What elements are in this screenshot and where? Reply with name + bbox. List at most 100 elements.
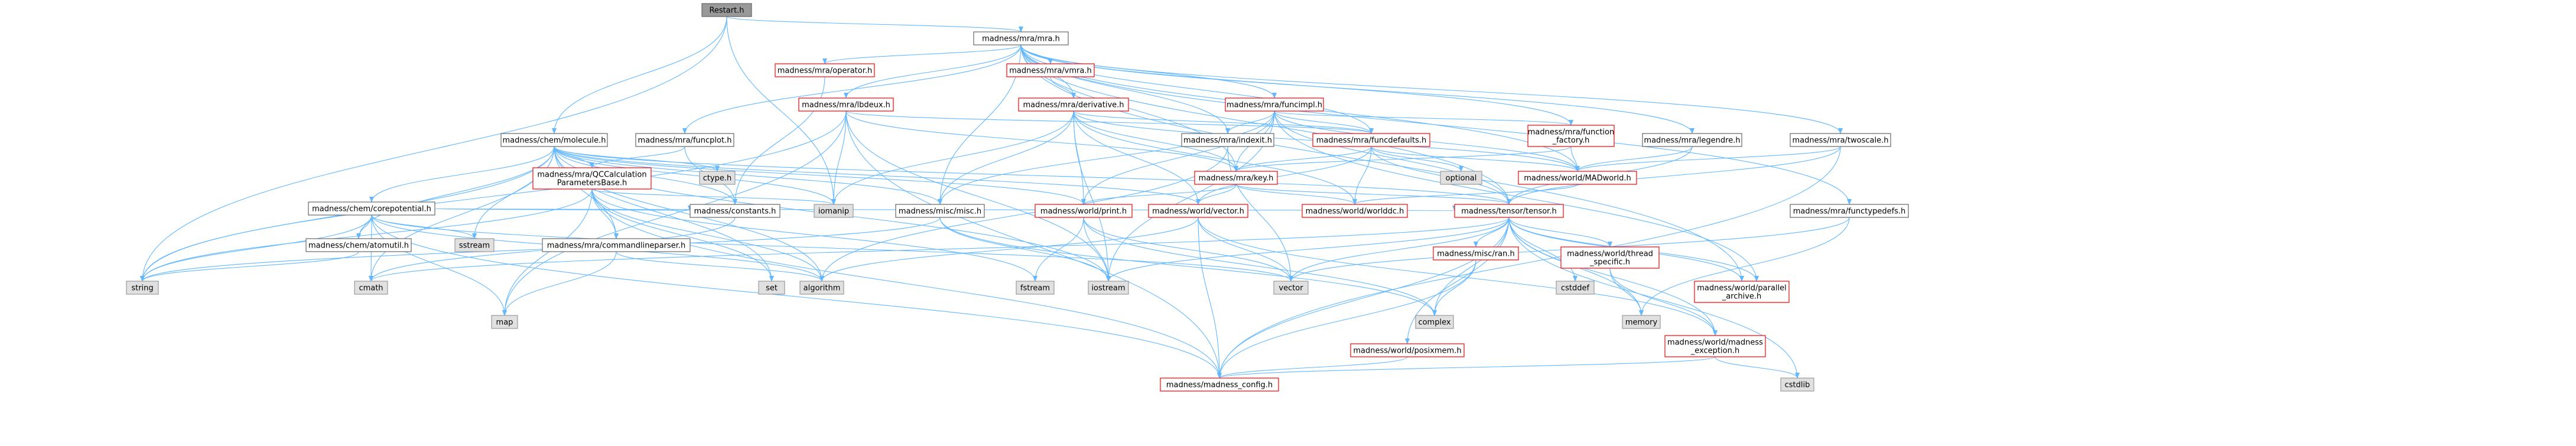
node-function_factory[interactable]: madness/mra/function_factory.h [1527,125,1615,147]
node-constants[interactable]: madness/constants.h [689,204,780,218]
edge-qccalc-to-iomanip [591,188,836,205]
node-label-function_factory: madness/mra/function_factory.h [1528,128,1615,145]
edge-corepotential-to-sstream [371,214,477,239]
node-label-miscmisc: madness/misc/misc.h [899,207,981,216]
node-restart[interactable]: Restart.h [701,3,752,17]
node-ran[interactable]: madness/misc/ran.h [1433,246,1519,261]
edge-tensor-to-cmath [369,217,1510,282]
node-label-sstream: sstream [459,242,490,250]
edge-derivative-to-print [1073,110,1086,205]
node-twoscale[interactable]: madness/mra/twoscale.h [1790,133,1891,147]
edge-derivative-to-miscmisc [938,110,1074,205]
node-box-posixmem [1350,343,1465,357]
node-commandlineparser[interactable]: madness/mra/commandlineparser.h [542,238,691,252]
node-funcdefaults[interactable]: madness/mra/funcdefaults.h [1312,133,1430,147]
node-thread_specific[interactable]: madness/world/thread_specific.h [1560,246,1660,269]
node-mra[interactable]: madness/mra/mra.h [973,31,1069,45]
edge-molecule-to-atomutil [356,146,555,239]
node-label-memory: memory [1625,318,1658,327]
node-madworld[interactable]: madness/world/MADworld.h [1518,171,1637,185]
node-indexit[interactable]: madness/mra/indexit.h [1181,133,1274,147]
edge-mra-to-legendre [1020,44,1694,134]
node-operator[interactable]: madness/mra/operator.h [775,63,875,77]
node-madness_config[interactable]: madness/madness_config.h [1160,377,1279,392]
node-worlddc[interactable]: madness/world/worlddc.h [1302,204,1408,218]
node-madness_exception[interactable]: madness/world/madness_exception.h [1664,335,1766,357]
node-derivative[interactable]: madness/mra/derivative.h [1018,97,1129,112]
node-label-funcplot: madness/mra/funcplot.h [638,136,732,145]
edge-qccalc-to-fstream [591,188,1037,282]
edge-madness_exception-to-cstdlib [1715,356,1800,379]
edge-tensor-to-posixmem [1405,217,1510,344]
edge-molecule-to-miscmisc [554,146,942,205]
edge-funcimpl-to-miscmisc [938,110,1275,205]
edge-derivative-to-vector_h [1073,110,1201,205]
node-funcplot[interactable]: madness/mra/funcplot.h [635,133,734,147]
edge-twoscale-to-tensor [1507,146,1841,205]
node-complex: complex [1415,315,1454,329]
edge-ran-to-complex [1432,259,1476,316]
node-string: string [126,281,159,295]
edge-lbdeux-to-iomanip [831,110,847,205]
node-print[interactable]: madness/world/print.h [1035,204,1133,218]
edge-lbdeux-to-key [845,110,1238,172]
node-label-molecule: madness/chem/molecule.h [502,136,606,145]
node-lbdeux[interactable]: madness/mra/lbdeux.h [798,97,894,112]
edge-vmra-to-derivative [1050,76,1076,99]
edge-funcimpl-to-array [1274,110,1759,282]
edge-legendre-to-madworld [1575,146,1693,172]
edge-corepotential-to-string [140,214,372,282]
node-vmra[interactable]: madness/mra/vmra.h [1006,63,1095,77]
node-legendre[interactable]: madness/mra/legendre.h [1642,133,1742,147]
node-ctype: ctype.h [699,171,736,185]
node-molecule[interactable]: madness/chem/molecule.h [500,133,608,147]
edge-commandlineparser-to-algorithm [616,251,824,282]
node-box-iostream [1088,281,1129,295]
node-box-iomanip [814,204,854,218]
node-parallel_archive[interactable]: madness/world/parallel_archive.h [1694,281,1790,303]
node-miscmisc[interactable]: madness/misc/misc.h [895,204,985,218]
edge-miscmisc-to-complex [939,217,1437,316]
node-sstream: sstream [454,238,495,252]
node-funcimpl[interactable]: madness/mra/funcimpl.h [1225,97,1324,112]
node-label-funcimpl: madness/mra/funcimpl.h [1227,101,1322,110]
node-key[interactable]: madness/mra/key.h [1194,171,1278,185]
edge-molecule-to-commandlineparser [554,146,619,239]
edge-key-to-worlddc [1235,184,1357,205]
node-box-worlddc [1302,204,1408,218]
node-posixmem[interactable]: madness/world/posixmem.h [1350,343,1465,357]
node-label-complex: complex [1418,318,1450,327]
edge-restart-to-string [140,16,727,282]
node-box-fstream [1016,281,1055,295]
node-label-iomanip: iomanip [818,207,849,216]
node-label-algorithm: algorithm [804,284,841,293]
edge-indexit-to-vector [1227,146,1293,282]
edge-funcimpl-to-print [1081,110,1275,205]
edge-thread_specific-to-memory [1609,268,1644,316]
edge-twoscale-to-madworld [1575,146,1841,172]
node-functypedefs[interactable]: madness/mra/functypedefs.h [1790,204,1909,218]
edge-lbdeux-to-string [140,110,847,282]
edge-tensor-to-ran [1474,217,1510,248]
edge-tensor-to-vector [1289,217,1510,282]
node-vector_h[interactable]: madness/world/vector.h [1148,204,1248,218]
edge-thread_specific-to-madness_exception [1609,268,1718,336]
edge-derivative-to-key [1073,110,1238,172]
edge-key-to-print [1081,184,1237,205]
edge-commandlineparser-to-map [502,251,617,316]
edge-derivative-to-worlddc [1073,110,1357,205]
node-atomutil[interactable]: madness/chem/atomutil.h [305,238,412,252]
node-corepotential[interactable]: madness/chem/corepotential.h [308,201,435,216]
node-box-molecule [500,133,608,147]
node-label-legendre: madness/mra/legendre.h [1644,136,1740,145]
node-label-constants: madness/constants.h [694,207,776,216]
node-label-madworld: madness/world/MADworld.h [1524,174,1631,183]
node-box-derivative [1018,97,1129,112]
node-box-funcimpl [1225,97,1324,112]
node-box-miscmisc [895,204,985,218]
node-box-twoscale [1790,133,1891,147]
edge-tensor-to-cstdlib [1508,217,1800,379]
node-tensor[interactable]: madness/tensor/tensor.h [1454,204,1564,218]
